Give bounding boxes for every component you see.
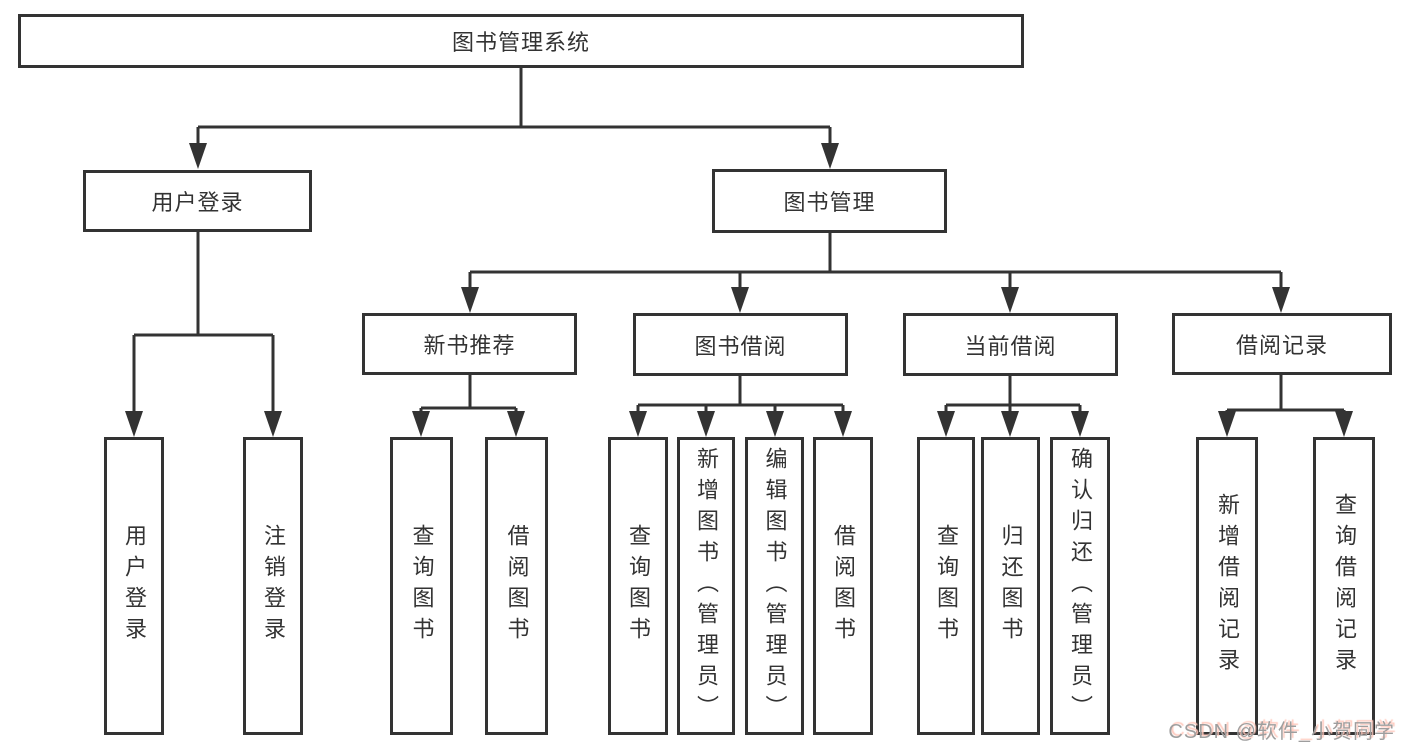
- node-new-book-recommend: 新书推荐: [362, 313, 577, 375]
- node-user-login-label: 用户登录: [151, 190, 244, 215]
- leaf-add-book-admin: 新增图书（管理员）: [677, 437, 735, 735]
- arrowhead: [697, 411, 715, 437]
- arrowhead: [821, 143, 839, 169]
- arrowhead: [461, 287, 479, 313]
- arrowhead: [731, 287, 749, 313]
- leaf-logout: 注销登录: [243, 437, 303, 735]
- connector-current-borrowing-children: [937, 376, 1089, 437]
- node-current-borrowing-label: 当前借阅: [964, 333, 1057, 359]
- arrowhead: [834, 411, 852, 437]
- node-book-borrowing-label: 图书借阅: [694, 333, 787, 359]
- leaf-borrow-books-borrowing: 借阅图书: [813, 437, 873, 735]
- arrowhead: [1071, 411, 1089, 437]
- arrowhead: [937, 411, 955, 437]
- connector-book-management-children: [461, 233, 1290, 313]
- connector-root-to-level1: [189, 68, 839, 169]
- node-book-management-label: 图书管理: [783, 190, 876, 215]
- node-library-system-label: 图书管理系统: [451, 30, 590, 55]
- arrowhead: [766, 411, 784, 437]
- arrowhead: [629, 411, 647, 437]
- arrowhead: [1272, 287, 1290, 313]
- arrowhead: [1218, 411, 1236, 437]
- leaf-query-borrow-record: 查询借阅记录: [1313, 437, 1375, 735]
- connector-book-borrowing-children: [629, 376, 852, 437]
- arrowhead: [1001, 287, 1019, 313]
- leaf-query-books-current: 查询图书: [917, 437, 975, 735]
- arrowhead: [125, 411, 143, 437]
- leaf-query-books-borrowing: 查询图书: [608, 437, 668, 735]
- arrowhead: [264, 411, 282, 437]
- connector-new-book-children: [412, 375, 525, 437]
- node-user-login: 用户登录: [83, 170, 312, 232]
- leaf-user-login: 用户登录: [104, 437, 164, 735]
- arrowhead: [507, 411, 525, 437]
- node-book-borrowing: 图书借阅: [633, 313, 848, 376]
- arrowhead: [1001, 411, 1019, 437]
- node-library-system: 图书管理系统: [18, 14, 1024, 68]
- node-borrowing-records-label: 借阅记录: [1235, 333, 1328, 358]
- connector-borrow-records-children: [1218, 375, 1353, 437]
- csdn-watermark: CSDN @软件_小贺同学: [1168, 721, 1395, 743]
- leaf-add-borrow-record: 新增借阅记录: [1196, 437, 1258, 735]
- leaf-borrow-books-recommend: 借阅图书: [485, 437, 548, 735]
- node-new-book-recommend-label: 新书推荐: [423, 333, 516, 358]
- node-book-management: 图书管理: [712, 169, 947, 233]
- leaf-return-book: 归还图书: [981, 437, 1040, 735]
- arrowhead: [1335, 411, 1353, 437]
- leaf-confirm-return-admin: 确认归还（管理员）: [1050, 437, 1110, 735]
- leaf-query-books-recommend: 查询图书: [390, 437, 453, 735]
- arrowhead: [189, 143, 207, 169]
- arrowhead: [412, 411, 430, 437]
- leaf-edit-book-admin: 编辑图书（管理员）: [745, 437, 804, 735]
- node-borrowing-records: 借阅记录: [1172, 313, 1392, 375]
- node-current-borrowing: 当前借阅: [903, 313, 1118, 376]
- connector-user-login-children: [125, 232, 282, 437]
